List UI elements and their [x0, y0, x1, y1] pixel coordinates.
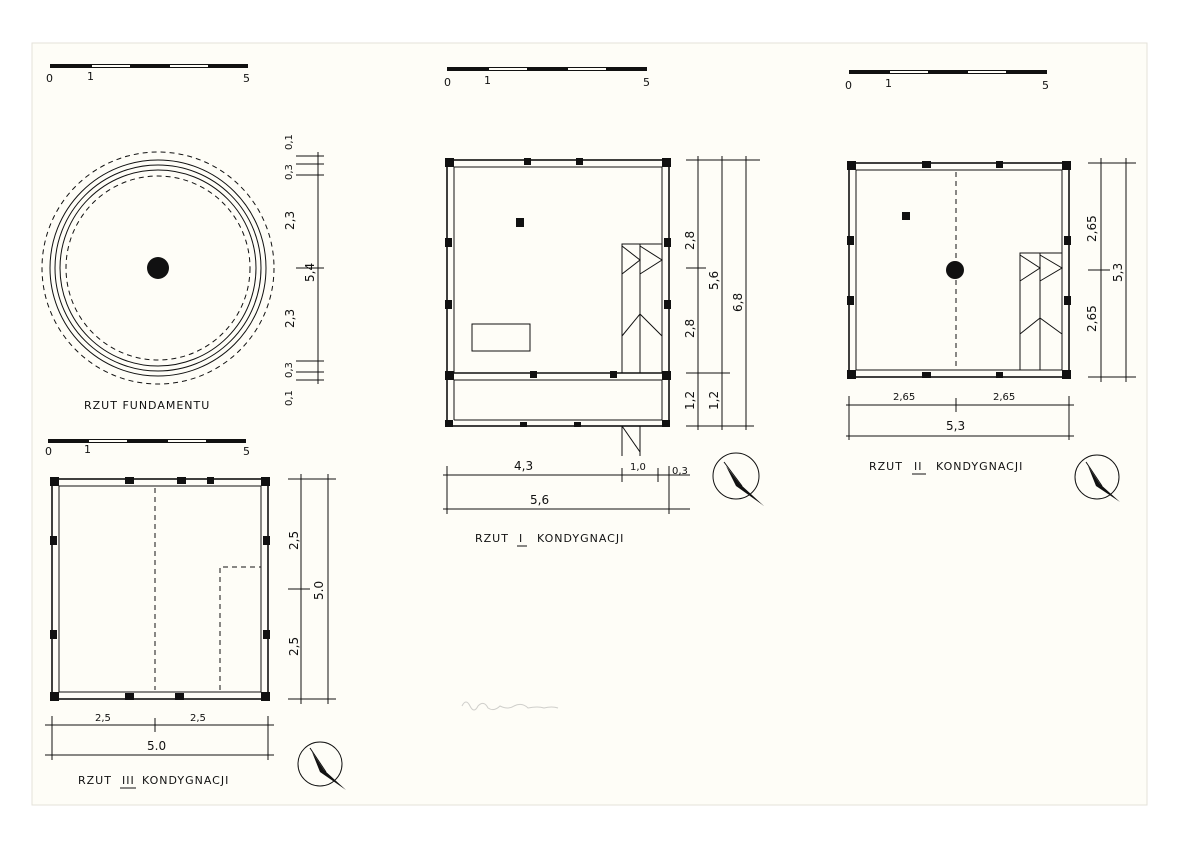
svg-text:2,5: 2,5: [287, 637, 301, 656]
paper-sheet: [31, 42, 1148, 806]
svg-text:0: 0: [45, 445, 52, 458]
north-arrow-icon: [297, 741, 346, 790]
svg-text:1,0: 1,0: [630, 462, 646, 473]
svg-text:0,1: 0,1: [284, 390, 295, 406]
svg-text:5,6: 5,6: [707, 271, 721, 290]
svg-text:5: 5: [243, 72, 250, 85]
staircase-floor-2: [1019, 252, 1063, 371]
north-arrow-icon: [712, 452, 764, 506]
central-pillar: [946, 261, 964, 279]
scale-bar-foundation: 0 1 5: [46, 64, 250, 85]
svg-text:0: 0: [444, 76, 451, 89]
scale-bar-floor-2: 0 1 5: [845, 70, 1049, 92]
svg-text:2,65: 2,65: [1085, 305, 1099, 332]
svg-text:5,3: 5,3: [946, 419, 965, 433]
svg-text:2,65: 2,65: [1085, 215, 1099, 242]
scale-bar-floor-1: 0 1 5: [444, 67, 650, 89]
svg-text:2,5: 2,5: [95, 713, 111, 724]
svg-text:5: 5: [243, 445, 250, 458]
svg-text:KONDYGNACJI: KONDYGNACJI: [537, 532, 624, 545]
svg-text:0,3: 0,3: [284, 164, 295, 180]
floor-1-title: RZUT I KONDYGNACJI: [475, 532, 624, 547]
floor-2-plan: 2,65 2,65 5,3 2,65 2,65 5,3 RZUT II KOND…: [846, 158, 1136, 475]
svg-text:0,3: 0,3: [672, 466, 688, 477]
floor-1-plan: 2,8 2,8 1,2 5,6 1,2 6,8 4,3 1,0 0,3 5,6 …: [443, 156, 760, 547]
svg-text:6,8: 6,8: [731, 293, 745, 312]
floor-3-plan: 2,5 2,5 5.0 2,5 2,5 5.0 RZUT III KONDYGN…: [45, 474, 336, 789]
svg-text:5,4: 5,4: [303, 263, 317, 282]
central-pillar: [147, 257, 169, 279]
svg-text:2,65: 2,65: [993, 392, 1015, 403]
svg-text:0,1: 0,1: [284, 134, 295, 150]
svg-text:5.0: 5.0: [312, 581, 326, 600]
svg-text:1: 1: [484, 74, 491, 87]
svg-text:5,3: 5,3: [1111, 263, 1125, 282]
staircase-floor-1: [621, 243, 663, 374]
svg-text:III: III: [122, 774, 135, 787]
foundation-plan-title: RZUT FUNDAMENTU: [84, 399, 210, 412]
scale-bar-floor-3: 0 1 5: [45, 439, 250, 458]
foundation-plan: 0,1 0,3 2,3 2,3 0,3 0,1 5,4 RZUT FUNDAME…: [41, 134, 324, 412]
svg-text:RZUT: RZUT: [78, 774, 112, 787]
floor-2-title: RZUT II KONDYGNACJI: [869, 460, 1023, 475]
svg-text:5.0: 5.0: [147, 739, 166, 753]
svg-text:II: II: [914, 460, 923, 473]
north-arrow-icon: [1074, 454, 1120, 502]
svg-text:0: 0: [46, 72, 53, 85]
svg-text:2,65: 2,65: [893, 392, 915, 403]
svg-text:I: I: [519, 532, 523, 545]
svg-text:1: 1: [84, 443, 91, 456]
svg-text:KONDYGNACJI: KONDYGNACJI: [142, 774, 229, 787]
svg-text:2,3: 2,3: [283, 309, 297, 328]
svg-text:2,8: 2,8: [683, 319, 697, 338]
svg-text:4,3: 4,3: [514, 459, 533, 473]
svg-text:1: 1: [87, 70, 94, 83]
svg-text:5,6: 5,6: [530, 493, 549, 507]
svg-text:0: 0: [845, 79, 852, 92]
entrance-steps: [621, 425, 641, 456]
table-rect: [471, 323, 531, 352]
svg-text:5: 5: [643, 76, 650, 89]
svg-text:2,5: 2,5: [190, 713, 206, 724]
svg-text:RZUT: RZUT: [869, 460, 903, 473]
svg-text:KONDYGNACJI: KONDYGNACJI: [936, 460, 1023, 473]
floor-3-title: RZUT III KONDYGNACJI: [78, 774, 229, 789]
svg-text:5: 5: [1042, 79, 1049, 92]
dashed-opening: [219, 566, 261, 690]
svg-text:1,2: 1,2: [683, 391, 697, 410]
svg-text:0,3: 0,3: [284, 362, 295, 378]
svg-text:2,3: 2,3: [283, 211, 297, 230]
svg-text:2,8: 2,8: [683, 231, 697, 250]
svg-text:RZUT: RZUT: [475, 532, 509, 545]
small-pillar: [902, 212, 910, 220]
faint-pencil-mark: [461, 701, 559, 711]
small-pillar: [516, 218, 524, 227]
svg-text:2,5: 2,5: [287, 531, 301, 550]
svg-text:1,2: 1,2: [707, 391, 721, 410]
svg-text:1: 1: [885, 77, 892, 90]
